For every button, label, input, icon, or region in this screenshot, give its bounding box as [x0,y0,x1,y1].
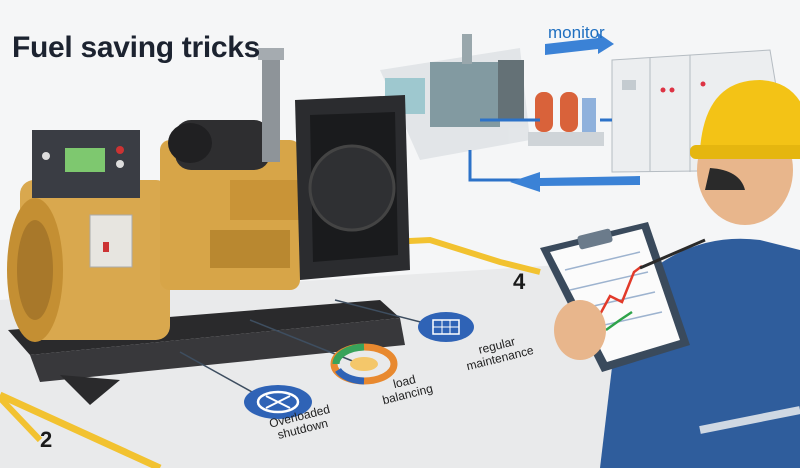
step-number-4: 4 [513,269,526,294]
monitor-arrow-icon [545,33,614,55]
return-arrow-icon [510,172,640,192]
fuel-tanks [528,92,604,146]
page-title: Fuel saving tricks [12,31,261,64]
floor-marking [0,391,162,468]
technician-hand [554,300,606,360]
regular-maintenance-icon [418,312,474,342]
load-balancing-icon [330,343,398,385]
main-generator [7,48,410,405]
overloaded-shutdown-icon [244,385,312,419]
step-number-2: 2 [40,427,53,452]
monitor-label: monitor [548,23,605,42]
